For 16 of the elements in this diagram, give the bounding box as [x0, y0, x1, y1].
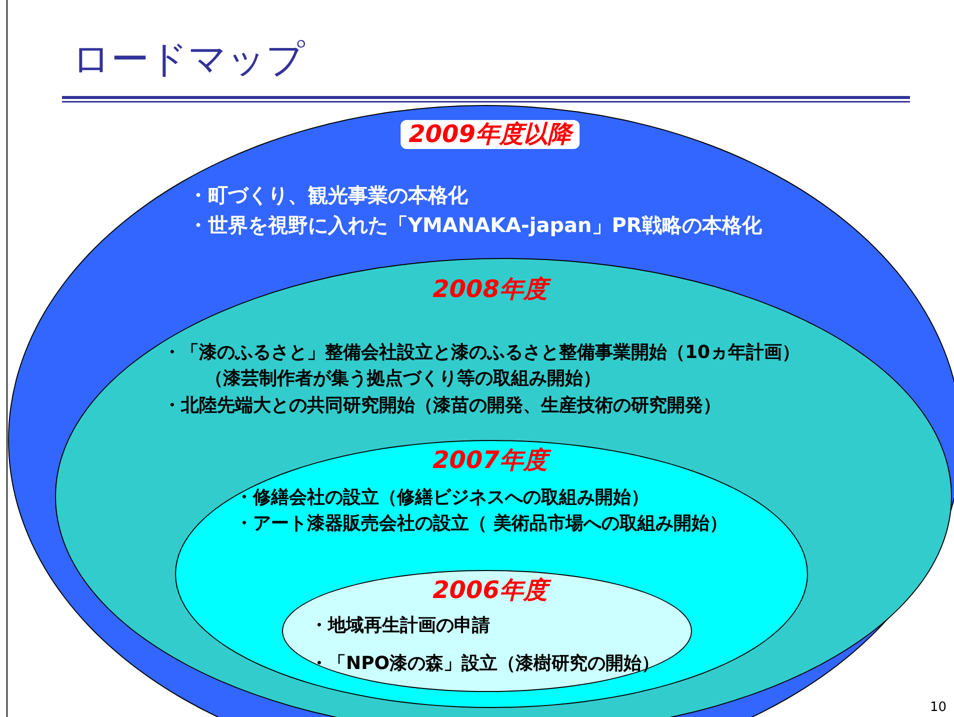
year-heading: 2006年度 [340, 576, 640, 605]
page-number: 10 [930, 700, 947, 715]
ellipse-region [8, 105, 954, 717]
year-heading: 2007年度 [340, 446, 640, 475]
bullet-text: ・「漆のふるさと」整備会社設立と漆のふるさと整備事業開始（10ヵ年計画） [163, 342, 800, 364]
bullet-text: ・町づくり、観光事業の本格化 [188, 183, 468, 207]
year-heading: 2008年度 [340, 275, 640, 304]
bullet-text: ・地域再生計画の申請 [310, 615, 490, 637]
slide-title: ロードマップ [72, 36, 305, 83]
bullet-text: ・アート漆器販売会社の設立（ 美術品市場への取組み開始） [235, 513, 728, 535]
bullet-text: ・「NPO漆の森」設立（漆樹研究の開始） [310, 653, 660, 675]
bullet-text: ・修繕会社の設立（修繕ビジネスへの取組み開始） [235, 487, 649, 509]
year-heading: 2009年度以降 [400, 120, 580, 149]
bullet-text: （漆芸制作者が集う拠点づくり等の取組み開始） [205, 368, 601, 390]
bullet-text: ・世界を視野に入れた「YMANAKA-japan」PR戦略の本格化 [188, 213, 762, 237]
bullet-text: ・北陸先端大との共同研究開始（漆苗の開発、生産技術の研究開発） [163, 395, 721, 417]
